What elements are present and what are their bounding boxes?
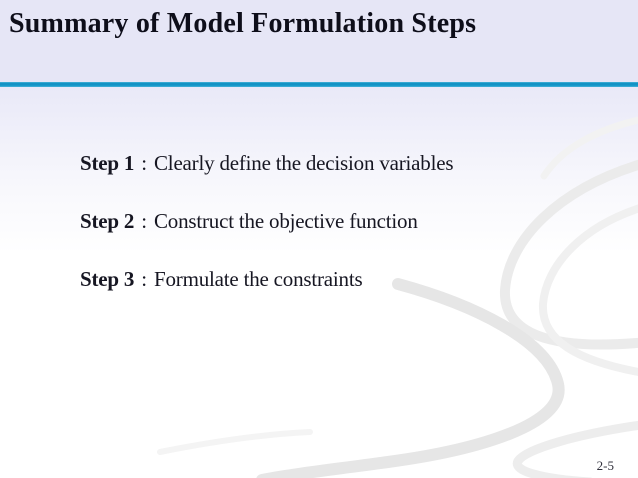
step-item-3: Step 3 : Formulate the constraints [80,265,600,293]
header-divider-rule [0,82,638,87]
step-text: Clearly define the decision variables [154,151,454,175]
step-separator: : [141,267,147,291]
step-label: Step 3 [80,267,135,291]
step-text: Formulate the constraints [154,267,363,291]
step-separator: : [141,209,147,233]
step-item-2: Step 2 : Construct the objective functio… [80,207,600,235]
page-number: 2-5 [596,458,614,473]
slide-title: Summary of Model Formulation Steps [9,8,477,39]
step-item-1: Step 1 : Clearly define the decision var… [80,149,600,177]
step-label: Step 2 [80,209,135,233]
step-label: Step 1 [80,151,135,175]
step-separator: : [141,151,147,175]
step-text: Construct the objective function [154,209,418,233]
